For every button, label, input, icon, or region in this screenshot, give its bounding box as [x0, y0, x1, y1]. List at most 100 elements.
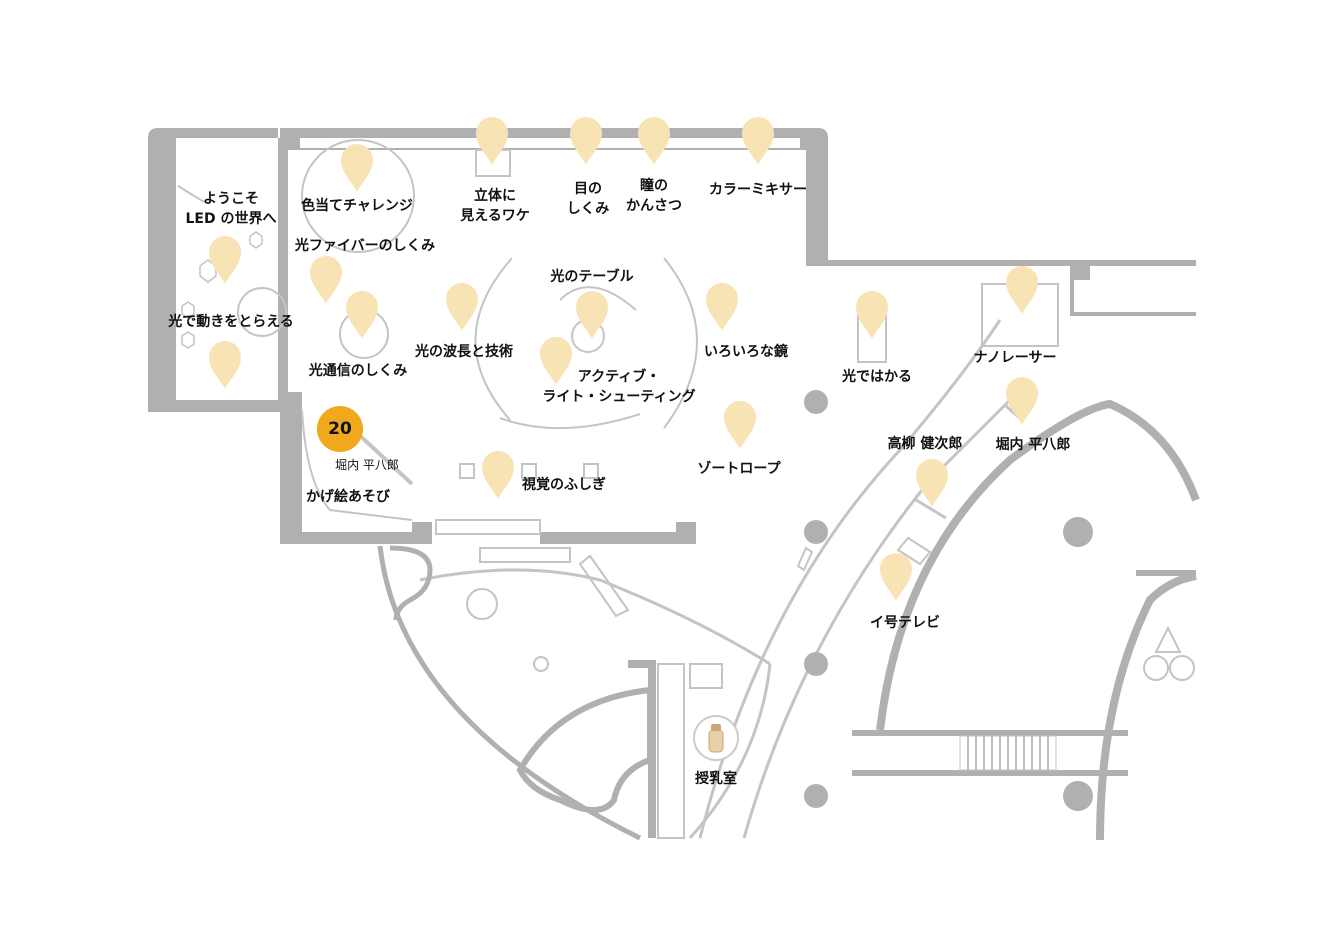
- label-eye-2: しくみ: [566, 201, 610, 217]
- label-i-tv: イ号テレビ: [870, 615, 940, 631]
- lower-wing-wall-2: [852, 770, 1128, 776]
- hex-3: [181, 301, 195, 319]
- pin-optical-comm[interactable]: [345, 290, 379, 340]
- tv-booth: [896, 536, 932, 566]
- map-pin-icon: [570, 117, 602, 165]
- pin-welcome[interactable]: [208, 235, 242, 285]
- pin-active-shooting[interactable]: [539, 336, 573, 386]
- map-pin-icon: [706, 283, 738, 331]
- hex-2: [249, 231, 263, 249]
- east-corridor-pillar: [1070, 266, 1090, 280]
- pin-zoetrope[interactable]: [723, 400, 757, 450]
- lower-wing-wall-3: [1136, 570, 1196, 576]
- east-room-wall: [1070, 280, 1074, 316]
- visual-box-1: [459, 463, 475, 479]
- label-active-2: ライト・シューティング: [542, 389, 696, 405]
- map-pin-icon: [1006, 377, 1038, 425]
- motion-capture-circle: [237, 287, 287, 337]
- label-motion-capture: 光で動きをとらえる: [168, 314, 294, 330]
- map-pin-icon: [576, 291, 608, 339]
- map-pin-icon: [540, 337, 572, 385]
- lower-room-small-circle: [533, 656, 549, 672]
- map-pin-icon: [856, 291, 888, 339]
- pillar-3: [1063, 517, 1093, 547]
- pin-pupil[interactable]: [637, 116, 671, 166]
- hall-west-wall-lower: [280, 392, 302, 542]
- stairs-lines: [967, 736, 1049, 770]
- label-optical-comm: 光通信のしくみ: [308, 363, 408, 379]
- map-pin-icon: [1006, 266, 1038, 314]
- floor-symbol-circle-2: [1169, 655, 1195, 681]
- exhibit-arc-right: [663, 257, 698, 429]
- pin-visual-mystery[interactable]: [481, 450, 515, 500]
- nursing-room-wall-2: [628, 660, 656, 838]
- corridor-panel-1: [796, 546, 814, 572]
- visual-box-3: [583, 463, 599, 479]
- pin-color-mixer[interactable]: [741, 116, 775, 166]
- pillar-1: [804, 390, 828, 414]
- floor-symbol-triangle: [1154, 625, 1182, 653]
- spot-20-badge[interactable]: 20: [317, 406, 363, 452]
- label-visual-mystery: 視覚のふしぎ: [522, 477, 606, 493]
- pin-various-mirrors[interactable]: [705, 282, 739, 332]
- north-wall-inner: [300, 138, 800, 148]
- map-pin-icon: [346, 291, 378, 339]
- pillar-4: [804, 652, 828, 676]
- hex-1: [199, 259, 217, 283]
- pin-optical-fiber[interactable]: [309, 255, 343, 305]
- pin-takayanagi[interactable]: [915, 458, 949, 508]
- south-pillar-right: [676, 522, 696, 544]
- map-pin-icon: [310, 256, 342, 304]
- color-challenge-dome: [301, 139, 415, 253]
- label-welcome-1: ようこそ: [203, 191, 259, 207]
- lower-wing-wall-1: [852, 730, 1128, 736]
- map-pin-icon: [916, 459, 948, 507]
- zoetrope-arc: [499, 413, 641, 430]
- map-pin-icon: [742, 117, 774, 165]
- label-nursing-room: 授乳室: [695, 771, 737, 787]
- pin-stereo[interactable]: [475, 116, 509, 166]
- south-wall-left: [280, 532, 430, 544]
- east-room-wall-2: [1070, 312, 1196, 316]
- label-color-challenge: 色当てチャレンジ: [301, 198, 413, 214]
- pin-light-table[interactable]: [575, 290, 609, 340]
- map-pin-icon: [638, 117, 670, 165]
- label-light-table: 光のテーブル: [550, 269, 634, 285]
- label-welcome-2: LED の世界へ: [185, 211, 277, 227]
- label-optical-fiber: 光ファイバーのしくみ: [294, 238, 436, 254]
- pin-wavelength[interactable]: [445, 282, 479, 332]
- hex-4: [181, 331, 195, 349]
- label-zoetrope: ゾートロープ: [697, 461, 781, 477]
- dark-shapes: [389, 390, 1093, 838]
- nursing-room-frame: [657, 663, 685, 839]
- east-corridor-wall: [806, 260, 1196, 266]
- lower-room-curve-2: [688, 663, 772, 840]
- shadow-play-screen: [354, 430, 414, 486]
- lower-room-circle: [466, 588, 498, 620]
- map-pin-icon: [209, 341, 241, 389]
- nursing-room-icon: [693, 715, 739, 761]
- hall-west-wall: [278, 138, 288, 412]
- table-arc: [559, 286, 637, 311]
- map-pin-icon: [209, 236, 241, 284]
- inner-ring-wall: [1096, 572, 1197, 841]
- label-measure-light: 光ではかる: [842, 369, 912, 385]
- label-color-mixer: カラーミキサー: [709, 182, 807, 198]
- pin-measure-light[interactable]: [855, 290, 889, 340]
- label-stereo-1: 立体に: [474, 188, 516, 204]
- pin-horiuchi[interactable]: [1005, 376, 1039, 426]
- pin-nanolaser[interactable]: [1005, 265, 1039, 315]
- pin-color-challenge[interactable]: [340, 143, 374, 193]
- thin-lines: [177, 139, 1195, 840]
- nursing-room-curved-wall: [516, 686, 653, 813]
- pin-motion-capture[interactable]: [208, 340, 242, 390]
- welcome-screen: [177, 185, 205, 203]
- map-pin-icon: [446, 283, 478, 331]
- pin-i-tv[interactable]: [879, 552, 913, 602]
- label-takayanagi: 高柳 健次郎: [887, 436, 963, 452]
- floor-symbol-circle-1: [1143, 655, 1169, 681]
- corridor-curve-outer: [698, 319, 1002, 839]
- pin-eye[interactable]: [569, 116, 603, 166]
- entrance-frame: [435, 519, 541, 535]
